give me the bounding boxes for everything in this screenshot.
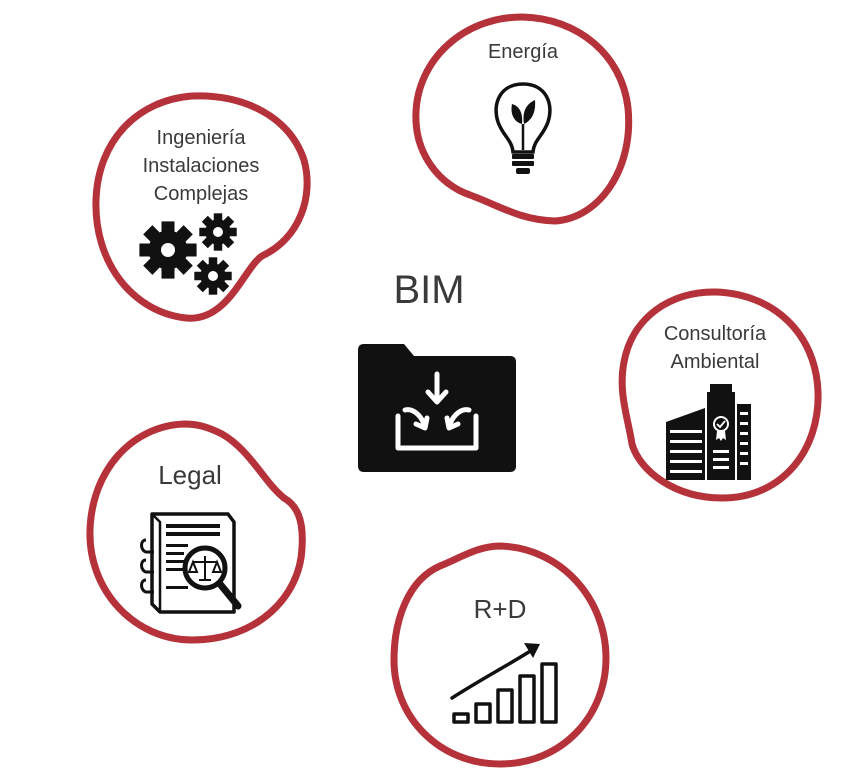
energia-bubble — [412, 13, 633, 225]
center-title: BIM — [393, 268, 465, 312]
law-book-magnifier-icon — [140, 512, 242, 614]
folder-import-icon — [358, 344, 516, 472]
legal-label: Legal — [138, 460, 242, 490]
ingenieria-label-line-3: Complejas — [153, 183, 249, 205]
ingenieria-label-line-2: Instalaciones — [142, 155, 260, 177]
consultoria-label-line-2: Ambiental — [670, 351, 760, 373]
consultoria-bubble — [618, 288, 822, 502]
rd-label-line: R+D — [473, 594, 527, 624]
building-icon — [666, 384, 751, 480]
ingenieria-label-line-1: Ingeniería — [156, 127, 246, 149]
energia-label: Energía — [440, 40, 606, 64]
legal-bubble — [86, 420, 306, 644]
legal-label-line: Legal — [158, 460, 222, 490]
rd-ring — [390, 542, 610, 768]
gears-icon — [139, 213, 237, 295]
consultoria-label-line-1: Consultoría — [663, 323, 767, 345]
ingenieria-bubble — [92, 92, 311, 322]
rd-bubble — [390, 542, 610, 768]
energia-label-line: Energía — [487, 41, 559, 63]
growth-chart-icon — [450, 643, 558, 724]
consultoria-label: Consultoría Ambiental — [640, 320, 790, 376]
ingenieria-label: Ingeniería Instalaciones Complejas — [126, 124, 276, 208]
bulb-leaf-icon — [494, 82, 552, 174]
rd-label: R+D — [452, 594, 548, 624]
energia-ring — [412, 13, 633, 225]
